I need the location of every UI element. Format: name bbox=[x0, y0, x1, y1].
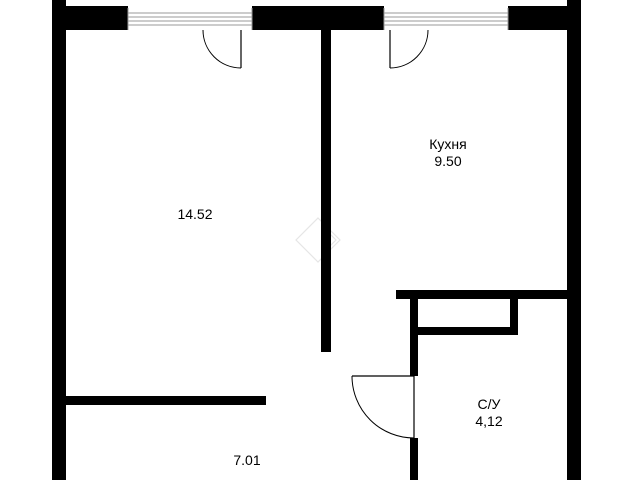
watermark-logo bbox=[295, 217, 341, 263]
partition-hallway bbox=[66, 396, 266, 405]
exterior-wall-right bbox=[567, 0, 581, 480]
window-right bbox=[383, 8, 509, 30]
room-living-area: 14.52 bbox=[177, 206, 213, 222]
door-swing-kitchen-balcony bbox=[389, 29, 429, 69]
exterior-wall-top-right bbox=[508, 6, 581, 30]
room-living: 14.52 bbox=[164, 206, 226, 223]
room-bathroom: С/У 4,12 bbox=[459, 396, 519, 430]
partition-living-kitchen bbox=[321, 30, 331, 352]
exterior-wall-left bbox=[52, 0, 66, 480]
bathroom-shaft-bottom bbox=[410, 327, 518, 335]
room-hallway-area: 7.01 bbox=[233, 452, 261, 468]
room-kitchen-name: Кухня bbox=[429, 136, 467, 152]
bathroom-wall-left-lower bbox=[410, 335, 418, 376]
exterior-wall-top-middle bbox=[252, 6, 384, 30]
room-kitchen: Кухня 9.50 bbox=[412, 136, 484, 170]
room-kitchen-area: 9.50 bbox=[434, 153, 462, 169]
door-swing-living-balcony bbox=[202, 29, 242, 69]
window-left bbox=[127, 8, 253, 30]
door-swing-bathroom bbox=[351, 375, 415, 439]
exterior-wall-top-left bbox=[52, 6, 128, 30]
room-hallway: 7.01 bbox=[222, 452, 272, 469]
room-bathroom-area: 4,12 bbox=[475, 413, 503, 429]
bathroom-wall-left-upper bbox=[410, 299, 418, 335]
bathroom-shaft-right bbox=[510, 299, 518, 335]
bathroom-wall-top bbox=[396, 290, 567, 299]
room-bathroom-name: С/У bbox=[477, 396, 501, 412]
bathroom-wall-left-bottom bbox=[410, 438, 418, 480]
